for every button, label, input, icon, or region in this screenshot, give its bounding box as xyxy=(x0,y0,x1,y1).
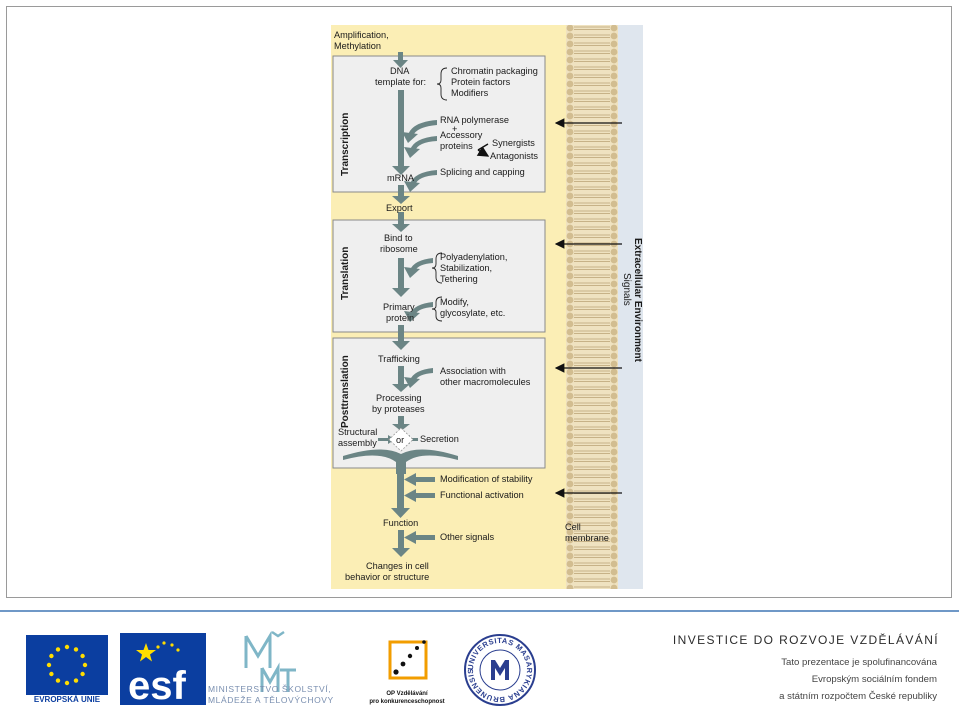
university-seal: UNIVERSITAS MASARYKIANA BRUNENSIS xyxy=(464,634,536,706)
ribosome-label: ribosome xyxy=(380,244,418,254)
synergist-arrows xyxy=(478,143,488,156)
membrane-label: membrane xyxy=(565,533,609,543)
or-diamond xyxy=(388,427,414,452)
secretion-label: Secretion xyxy=(420,434,459,444)
signal-arrows xyxy=(554,118,622,498)
plus-label: + xyxy=(452,124,458,134)
trafficking-label: Trafficking xyxy=(378,354,420,364)
op-line-1: OP Vzdělávání xyxy=(386,691,428,697)
modify-label: Modify, xyxy=(440,297,469,307)
footer-divider xyxy=(0,610,959,612)
rna-polymerase-label: RNA polymerase xyxy=(440,115,509,125)
section-transcription: Transcription xyxy=(340,112,351,176)
extracellular-region xyxy=(618,25,643,589)
by-proteases-label: by proteases xyxy=(372,404,425,414)
accessory-label: Accessory xyxy=(440,130,483,140)
changes-label: Changes in cell xyxy=(366,561,429,571)
protein-label: protein xyxy=(386,313,415,323)
proteins-label: proteins xyxy=(440,141,473,151)
section-translation: Translation xyxy=(340,246,351,300)
antagonists-label: Antagonists xyxy=(490,151,539,161)
op-line-2: pro konkurenceschopnost xyxy=(369,699,445,705)
splicing-label: Splicing and capping xyxy=(440,167,525,177)
chromatin-packaging-label: Chromatin packaging xyxy=(451,66,538,76)
methylation-label: Methylation xyxy=(334,41,381,51)
transcription-box xyxy=(332,55,546,193)
msmt-logo xyxy=(244,630,296,692)
investice-line-2: Evropským sociálním fondem xyxy=(811,674,937,685)
esf-text: esf xyxy=(128,664,186,705)
primary-label: Primary xyxy=(383,302,415,312)
side-input-arrows xyxy=(378,120,437,544)
modification-stability-label: Modification of stability xyxy=(440,474,533,484)
stabilization-label: Stabilization, xyxy=(440,263,493,273)
export-label: Export xyxy=(386,203,413,213)
modifiers-label: Modifiers xyxy=(451,88,489,98)
polyadenylation-label: Polyadenylation, xyxy=(440,252,508,262)
glycosylate-label: glycosylate, etc. xyxy=(440,308,506,318)
investice-line-3: a státním rozpočtem České republiky xyxy=(779,691,937,702)
main-flow-arrows xyxy=(343,52,458,557)
function-label: Function xyxy=(383,518,419,528)
assembly-label: assembly xyxy=(338,438,377,448)
bind-to-label: Bind to xyxy=(384,233,413,243)
eu-label: EVROPSKÁ UNIE xyxy=(33,695,101,704)
processing-label: Processing xyxy=(376,393,422,403)
behavior-structure-label: behavior or structure xyxy=(345,572,430,582)
brace-modify xyxy=(431,296,443,322)
or-label: or xyxy=(396,435,405,445)
structural-label: Structural xyxy=(338,427,378,437)
brace-transcription xyxy=(436,67,448,101)
extracellular-environment-label: Extracellular Environment xyxy=(632,238,643,362)
section-posttranslation: Posttranslation xyxy=(340,355,351,428)
cell-label: Cell xyxy=(565,522,581,532)
amplification-label: Amplification, xyxy=(334,30,389,40)
signals-label: Signals xyxy=(621,273,632,306)
op-logo xyxy=(388,640,428,680)
translation-box xyxy=(332,219,546,333)
msmt-line-1: MINISTERSTVO ŠKOLSTVÍ, xyxy=(208,684,332,694)
other-signals-label: Other signals xyxy=(440,532,495,542)
synergists-label: Synergists xyxy=(492,138,535,148)
esf-logo: esf xyxy=(120,633,206,705)
brace-translation xyxy=(431,252,443,284)
eu-flag-logo xyxy=(26,635,108,695)
dna-label: DNA xyxy=(390,66,410,76)
functional-activation-label: Functional activation xyxy=(440,490,524,500)
tethering-label: Tethering xyxy=(440,274,478,284)
investice-title: INVESTICE DO ROZVOJE VZDĚLÁVÁNÍ xyxy=(672,633,939,647)
regulation-diagram xyxy=(331,25,643,589)
association-label: Association with xyxy=(440,366,506,376)
mrna-label: mRNA xyxy=(387,173,415,183)
posttranslation-box xyxy=(332,337,546,469)
investice-line-1: Tato prezentace je spolufinancována xyxy=(781,657,937,668)
cell-membrane-band xyxy=(566,25,618,589)
msmt-line-2: MLÁDEŽE A TĚLOVÝCHOVY xyxy=(208,695,334,705)
other-macromolecules-label: other macromolecules xyxy=(440,377,531,387)
template-for-label: template for: xyxy=(375,77,427,87)
protein-factors-label: Protein factors xyxy=(451,77,511,87)
